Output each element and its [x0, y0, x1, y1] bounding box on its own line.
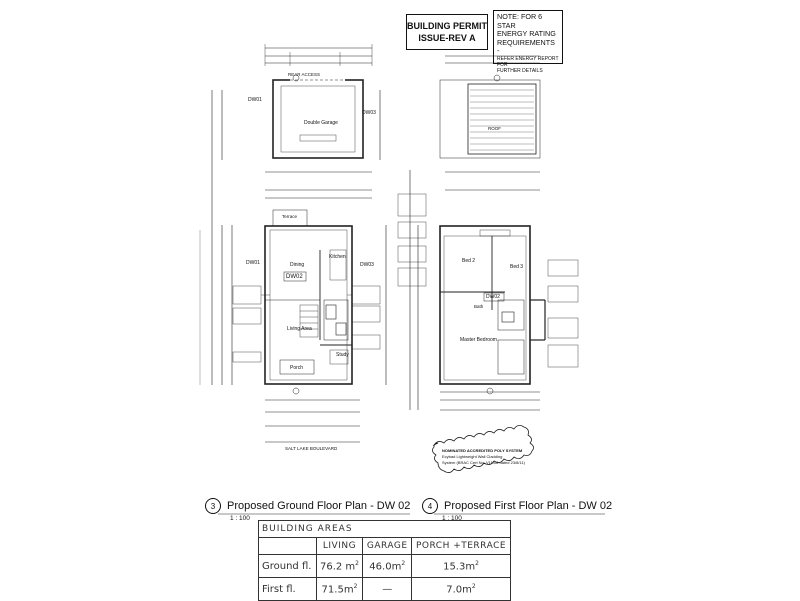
table-row: First fl. 71.5m2 — 7.0m2 — [258, 577, 511, 601]
cloud-note-line-3: System (BRAC Cert No. V11/08 dated 23/8/… — [442, 460, 526, 465]
street-name-label: SALT LAKE BOULEVARD — [285, 446, 338, 451]
study-label: Study — [336, 352, 349, 358]
note-line-5: FURTHER DETAILS — [497, 67, 543, 74]
energy-note-box: NOTE: FOR 6 STAR ENERGY RATING REQUIREME… — [493, 10, 563, 74]
col-living-header: LIVING — [315, 537, 364, 555]
ground-plan-scale: 1 : 100 — [230, 515, 250, 522]
dining-label: Dining — [290, 262, 304, 268]
dw01-label: DW01 — [246, 260, 260, 266]
building-permit-stamp: BUILDING PERMIT ISSUE-REV A — [406, 14, 488, 50]
roof-label: ROOF — [488, 126, 501, 131]
first-plan-scale: 1 : 100 — [442, 515, 462, 522]
note-line-4: REFER ENERGY REPORT FOR — [497, 55, 559, 68]
areas-empty-header — [258, 537, 317, 555]
master-bedroom-label: Master Bedroom — [460, 337, 497, 343]
building-areas-table: BUILDING AREAS LIVING GARAGE PORCH +TERR… — [258, 520, 511, 601]
ground-plan-number: 3 — [205, 498, 221, 514]
living-area-cell: 71.5m2 — [315, 577, 364, 601]
cloud-note-line-1: NOMINATED ACCREDITED POLY SYSTEM — [442, 448, 523, 453]
bed-3-label: Bed 3 — [510, 264, 523, 270]
first-plan-title-text: Proposed First Floor Plan - DW 02 — [444, 500, 613, 512]
dw02-ground-label: DW02 — [286, 274, 303, 280]
dw03-label: DW03 — [360, 262, 374, 268]
col-porch-header: PORCH +TERRACE — [411, 537, 511, 555]
col-garage-header: GARAGE — [362, 537, 413, 555]
double-garage-label: Double Garage — [304, 120, 338, 126]
areas-table-heading: BUILDING AREAS — [258, 520, 511, 538]
permit-line-2: ISSUE-REV A — [418, 33, 476, 43]
porch-area-cell: 7.0m2 — [411, 577, 511, 601]
kitchen-label: Kitchen — [329, 254, 346, 260]
permit-line-1: BUILDING PERMIT — [407, 21, 487, 31]
first-floor-plan-title: 4 Proposed First Floor Plan - DW 02 — [422, 498, 612, 514]
note-line-3: REQUIREMENTS - — [497, 37, 555, 55]
row-label: Ground fl. — [258, 554, 317, 578]
cloud-note-line-2: Ecybad Lightweight Wall Cladding — [442, 454, 502, 459]
garage-area-cell: — — [362, 577, 413, 601]
bed-2-label: Bed 2 — [462, 258, 475, 264]
row-label: First fl. — [258, 577, 317, 601]
first-plan-number: 4 — [422, 498, 438, 514]
ground-plan-title-text: Proposed Ground Floor Plan - DW 02 — [227, 500, 411, 512]
bath-label: Bath — [474, 304, 484, 309]
porch-label: Porch — [290, 365, 303, 371]
note-line-1: NOTE: FOR 6 STAR — [497, 12, 543, 30]
living-area-label: Living Area — [287, 326, 312, 332]
garage-area-cell: 46.0m2 — [362, 554, 413, 578]
dw03-garage-label: DW03 — [362, 110, 376, 116]
porch-area-cell: 15.3m2 — [411, 554, 511, 578]
ground-floor-plan-title: 3 Proposed Ground Floor Plan - DW 02 — [205, 498, 410, 514]
rear-access-label: REAR ACCESS — [288, 72, 320, 77]
dw02-first-label: DW02 — [486, 294, 500, 300]
table-row: Ground fl. 76.2 m2 46.0m2 15.3m2 — [258, 554, 511, 578]
note-line-2: ENERGY RATING — [497, 29, 556, 38]
living-area-cell: 76.2 m2 — [315, 554, 364, 578]
terrace-label: Terrace — [282, 214, 298, 219]
dw01-garage-label: DW01 — [248, 97, 262, 103]
